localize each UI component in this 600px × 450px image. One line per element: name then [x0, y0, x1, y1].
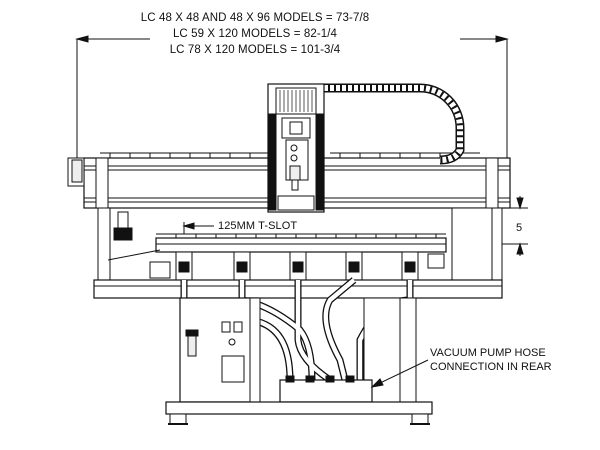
dimension-48-models: LC 48 X 48 AND 48 X 96 MODELS = 73-7/8	[140, 12, 370, 24]
hose-manifold	[279, 375, 373, 403]
tool-holder-left	[113, 211, 133, 241]
tslot-callout: 125MM T-SLOT	[218, 220, 298, 232]
vacuum-callout-line1: VACUUM PUMP HOSE	[430, 347, 546, 359]
floor-base	[165, 401, 433, 425]
vacuum-callout: VACUUM PUMP HOSE CONNECTION IN REAR	[430, 346, 552, 374]
overall-width-dimension-text: LC 48 X 48 AND 48 X 96 MODELS = 73-7/8 L…	[110, 10, 400, 58]
right-support	[363, 297, 417, 403]
tslot-leader	[182, 222, 214, 234]
vacuum-callout-line2: CONNECTION IN REAR	[430, 361, 552, 373]
overall-width-dimension-line	[75, 35, 509, 160]
table-offset-value: 5	[516, 222, 523, 234]
clamp-valves	[175, 251, 445, 281]
electrical-cabinet	[179, 297, 261, 403]
vacuum-table-top	[155, 233, 447, 253]
table-offset-dimension	[498, 196, 528, 256]
side-frame	[97, 207, 503, 281]
spindle-carriage	[267, 83, 325, 213]
dimension-59-models: LC 59 X 120 MODELS = 82-1/4	[172, 28, 338, 40]
vacuum-leader	[370, 359, 429, 388]
dimension-78-models: LC 78 X 120 MODELS = 101-3/4	[169, 44, 341, 56]
cable-carrier-chain	[322, 83, 465, 165]
